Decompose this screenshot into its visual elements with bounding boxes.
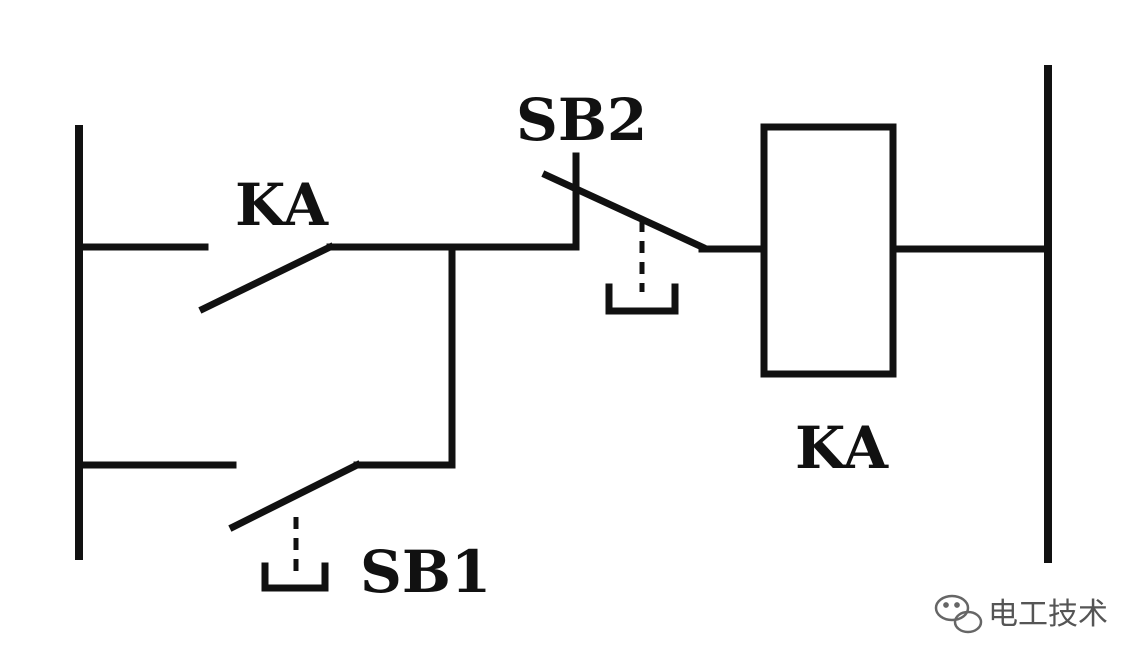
sb2-label: SB2: [516, 86, 647, 154]
sb2-stop-button: [541, 152, 768, 315]
watermark-text: 电工技术: [988, 597, 1108, 632]
sb1-start-button: [75, 243, 456, 592]
ka-contact-label: KA: [235, 171, 329, 239]
bottom-branch-right-wire: [353, 243, 456, 469]
ka-holding-contact: [75, 242, 580, 314]
sb1-button-head: [261, 562, 329, 592]
ka-coil-label: KA: [795, 414, 889, 482]
sb2-contact-blade: [541, 170, 707, 252]
sb2-button-head: [605, 283, 679, 315]
ka-contact-blade: [198, 242, 335, 314]
wechat-logo-icon: [934, 594, 983, 634]
ka-relay-coil: [760, 123, 897, 378]
sb1-contact-blade: [228, 460, 362, 532]
watermark: 电工技术: [934, 594, 1108, 634]
sb1-label: SB1: [360, 538, 491, 606]
